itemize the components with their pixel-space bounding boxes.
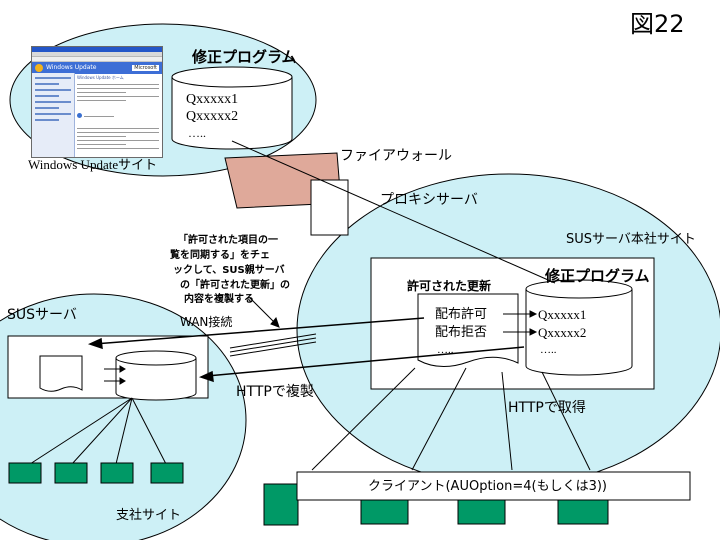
branch-inner-arrows	[104, 365, 126, 385]
wu-content-pane: Windows Update ホーム	[77, 75, 159, 155]
hq-fix-cylinder	[525, 279, 633, 376]
approved-item-allow: 配布許可	[435, 307, 488, 322]
wu-title-bar	[32, 47, 162, 52]
branch-client-3	[100, 462, 134, 484]
approved-to-patch-arrows	[503, 310, 538, 336]
http-replicate-label: HTTPで複製	[236, 384, 314, 400]
wu-menu-bar	[32, 52, 162, 57]
approved-updates-title: 許可された更新	[407, 279, 492, 293]
hq-fix-program-title: 修正プログラム	[545, 267, 650, 285]
wu-header: Windows Update Microsoft	[32, 62, 162, 74]
wu-address-bar	[32, 57, 162, 62]
wan-connection	[229, 333, 317, 357]
branch-client-4	[150, 462, 184, 484]
hq-client-links	[311, 367, 591, 471]
branch-client-1	[8, 462, 42, 484]
approved-item-more: …..	[437, 344, 454, 356]
hq-client-1	[263, 483, 299, 526]
sync-note-line-5: 内容を複製する	[184, 294, 254, 305]
branch-cylinder	[115, 350, 197, 401]
hq-patch-more: …..	[540, 344, 557, 356]
windows-logo-icon	[35, 64, 43, 72]
windows-update-screenshot: Windows Update Microsoft Windows Update …	[31, 46, 163, 158]
wu-fix-program-title: 修正プログラム	[192, 48, 297, 66]
branch-client-links	[29, 397, 167, 465]
wu-patch-2: Qxxxxx2	[186, 109, 239, 124]
wu-header-title: Windows Update	[46, 64, 97, 71]
sus-server-label: SUSサーバ	[7, 307, 77, 323]
wu-content-title: Windows Update ホーム	[77, 75, 124, 80]
hq-to-branch-arrows	[87, 317, 525, 383]
figure-label: 図22	[630, 10, 685, 38]
proxy-server-shape	[310, 179, 349, 236]
wu-left-pane	[32, 73, 75, 157]
hq-patch-1: Qxxxxx1	[538, 307, 587, 322]
sync-note-line-1: 「許可された項目の一	[178, 235, 278, 246]
sync-note-arrow	[249, 297, 280, 328]
scan-button-icon	[77, 113, 82, 118]
hq-site-label: SUSサーバ本社サイト	[566, 232, 696, 247]
branch-site-ellipse	[0, 293, 247, 540]
approved-item-deny: 配布拒否	[435, 325, 488, 340]
wu-fix-cylinder	[171, 66, 293, 150]
sync-note-line-2: 覧を同期する」をチェ	[170, 250, 270, 261]
approved-updates-document	[417, 293, 519, 367]
wu-to-hq-line	[231, 140, 556, 284]
client-label-box	[296, 471, 691, 501]
firewall-label: ファイアウォール	[340, 148, 452, 164]
http-retrieve-label: HTTPで取得	[508, 400, 586, 416]
wan-label: WAN接続	[180, 315, 233, 329]
wu-patch-1: Qxxxxx1	[186, 92, 239, 107]
sync-note-line-3: ックして、SUS親サーバ	[173, 265, 285, 276]
hq-client-4	[557, 498, 609, 525]
branch-client-2	[54, 462, 88, 484]
client-label: クライアント(AUOption=4(もしくは3))	[368, 479, 607, 494]
branch-label: 支社サイト	[116, 508, 182, 523]
microsoft-brand: Microsoft	[132, 65, 159, 71]
hq-client-2	[360, 498, 409, 525]
hq-client-3	[457, 498, 506, 525]
wu-patch-more: …..	[188, 126, 206, 140]
proxy-label: プロキシサーバ	[380, 192, 478, 208]
branch-document	[39, 355, 83, 392]
hq-patch-2: Qxxxxx2	[538, 325, 587, 340]
sync-note-line-4: の「許可された更新」の	[180, 280, 290, 291]
windows-update-site-label: Windows Updateサイト	[28, 157, 158, 172]
